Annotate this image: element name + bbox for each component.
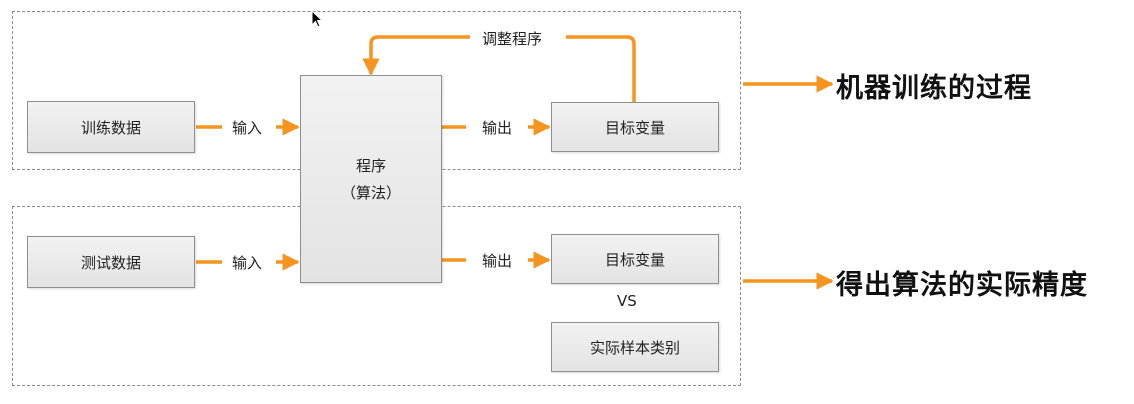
algorithm-accuracy-caption: 得出算法的实际精度 [836, 270, 1088, 301]
target-variable-box-bottom: 目标变量 [551, 234, 719, 284]
program-algorithm-box: 程序 （算法） [300, 75, 442, 283]
arrow-adjust-feedback [371, 35, 636, 102]
input-label-bottom: 输入 [232, 252, 263, 273]
training-data-box: 训练数据 [27, 101, 195, 153]
mouse-pointer-icon [311, 10, 323, 28]
test-data-label: 测试数据 [80, 253, 141, 272]
input-label-top: 输入 [232, 117, 263, 138]
algorithm-label: （算法） [340, 184, 401, 202]
output-label-top: 输出 [482, 117, 513, 138]
adjust-program-label: 调整程序 [482, 28, 543, 49]
actual-sample-class-box: 实际样本类别 [551, 322, 719, 372]
target-variable-label-top: 目标变量 [604, 118, 665, 137]
target-variable-box-top: 目标变量 [551, 102, 719, 152]
test-data-box: 测试数据 [27, 236, 195, 288]
vs-label: VS [617, 292, 637, 310]
actual-sample-class-label: 实际样本类别 [589, 338, 680, 357]
program-label: 程序 [355, 157, 386, 175]
target-variable-label-bottom: 目标变量 [604, 250, 665, 269]
training-data-label: 训练数据 [80, 118, 141, 137]
training-process-caption: 机器训练的过程 [836, 73, 1032, 104]
output-label-bottom: 输出 [482, 250, 513, 271]
